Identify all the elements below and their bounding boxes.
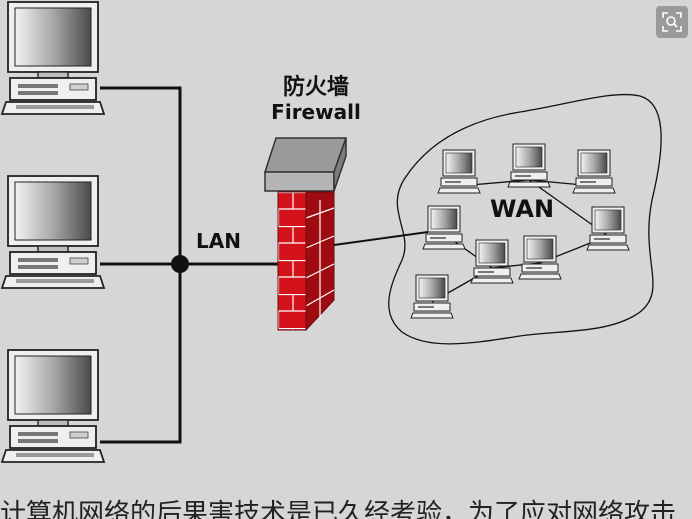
wan-computer-1 <box>437 149 481 194</box>
firewall-title-cn: 防火墙 <box>283 75 349 100</box>
lan-wiring <box>100 86 278 444</box>
firewall-wall <box>263 137 348 332</box>
lan-computer-3 <box>1 349 105 463</box>
lan-computer-2 <box>1 175 105 289</box>
lan-computer-1 <box>1 1 105 115</box>
caption-text: 计算机网络的后果害技术是已久经考验，为了应对网络攻击 <box>0 499 677 519</box>
zoom-icon <box>662 12 682 32</box>
firewall-wan-link <box>333 231 429 246</box>
zoom-button[interactable] <box>656 6 688 38</box>
wan-computer-4 <box>422 205 466 250</box>
wan-computer-3 <box>572 149 616 194</box>
lan-label: LAN <box>196 229 241 253</box>
lan-hub-node <box>171 255 189 273</box>
wan-computer-8 <box>410 274 454 319</box>
wan-label: WAN <box>490 195 554 223</box>
wan-cloud-outline <box>388 93 662 345</box>
wan-computer-5 <box>586 206 630 251</box>
wan-computer-7 <box>518 235 562 280</box>
firewall-title-en: Firewall <box>271 100 361 124</box>
